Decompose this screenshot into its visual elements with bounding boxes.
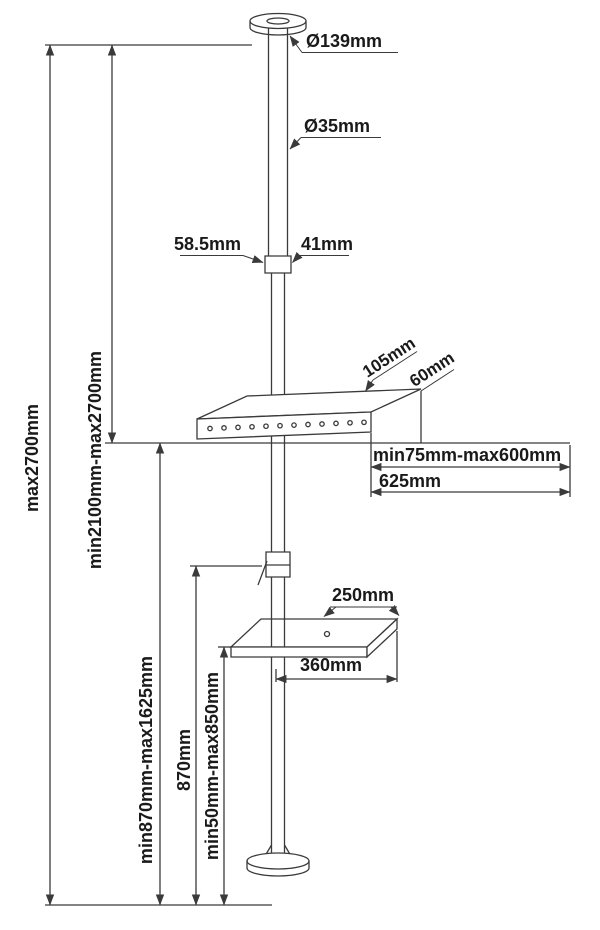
bracket-holes <box>207 419 367 432</box>
dim-label-tv-height-range: min870mm-max1625mm <box>136 656 156 864</box>
pole <box>264 24 292 857</box>
dim-label-shelf-width: 360mm <box>300 655 362 675</box>
dim-label-coupling-inner: 41mm <box>301 234 353 254</box>
dim-label-shelf-depth: 250mm <box>332 585 394 605</box>
dim-label-pole-height-range: min2100mm-max2700mm <box>85 351 105 569</box>
ceiling-plate <box>249 12 307 36</box>
av-shelf <box>229 617 399 659</box>
dim-label-coupling-width: 58.5mm <box>174 234 241 254</box>
tv-bracket <box>196 388 422 440</box>
dim-label-shelf-height-range: min50mm-max850mm <box>202 672 222 860</box>
dim-label-vesa-range: min75mm-max600mm <box>373 445 561 465</box>
dimension-lines <box>45 44 571 906</box>
adjustment-collar <box>257 551 291 586</box>
dim-label-lower-pole-height: 870mm <box>174 729 194 791</box>
dim-label-total-height: max2700mm <box>22 404 42 512</box>
dim-label-pole-diameter: Ø35mm <box>304 116 370 136</box>
floor-plate <box>246 852 310 877</box>
labels: Ø139mm Ø35mm 58.5mm 41mm 105mm 60mm min7… <box>22 31 561 864</box>
dim-label-top-plate-diameter: Ø139mm <box>306 31 382 51</box>
pole-coupling <box>264 255 292 274</box>
dim-label-bracket-length: 625mm <box>379 471 441 491</box>
